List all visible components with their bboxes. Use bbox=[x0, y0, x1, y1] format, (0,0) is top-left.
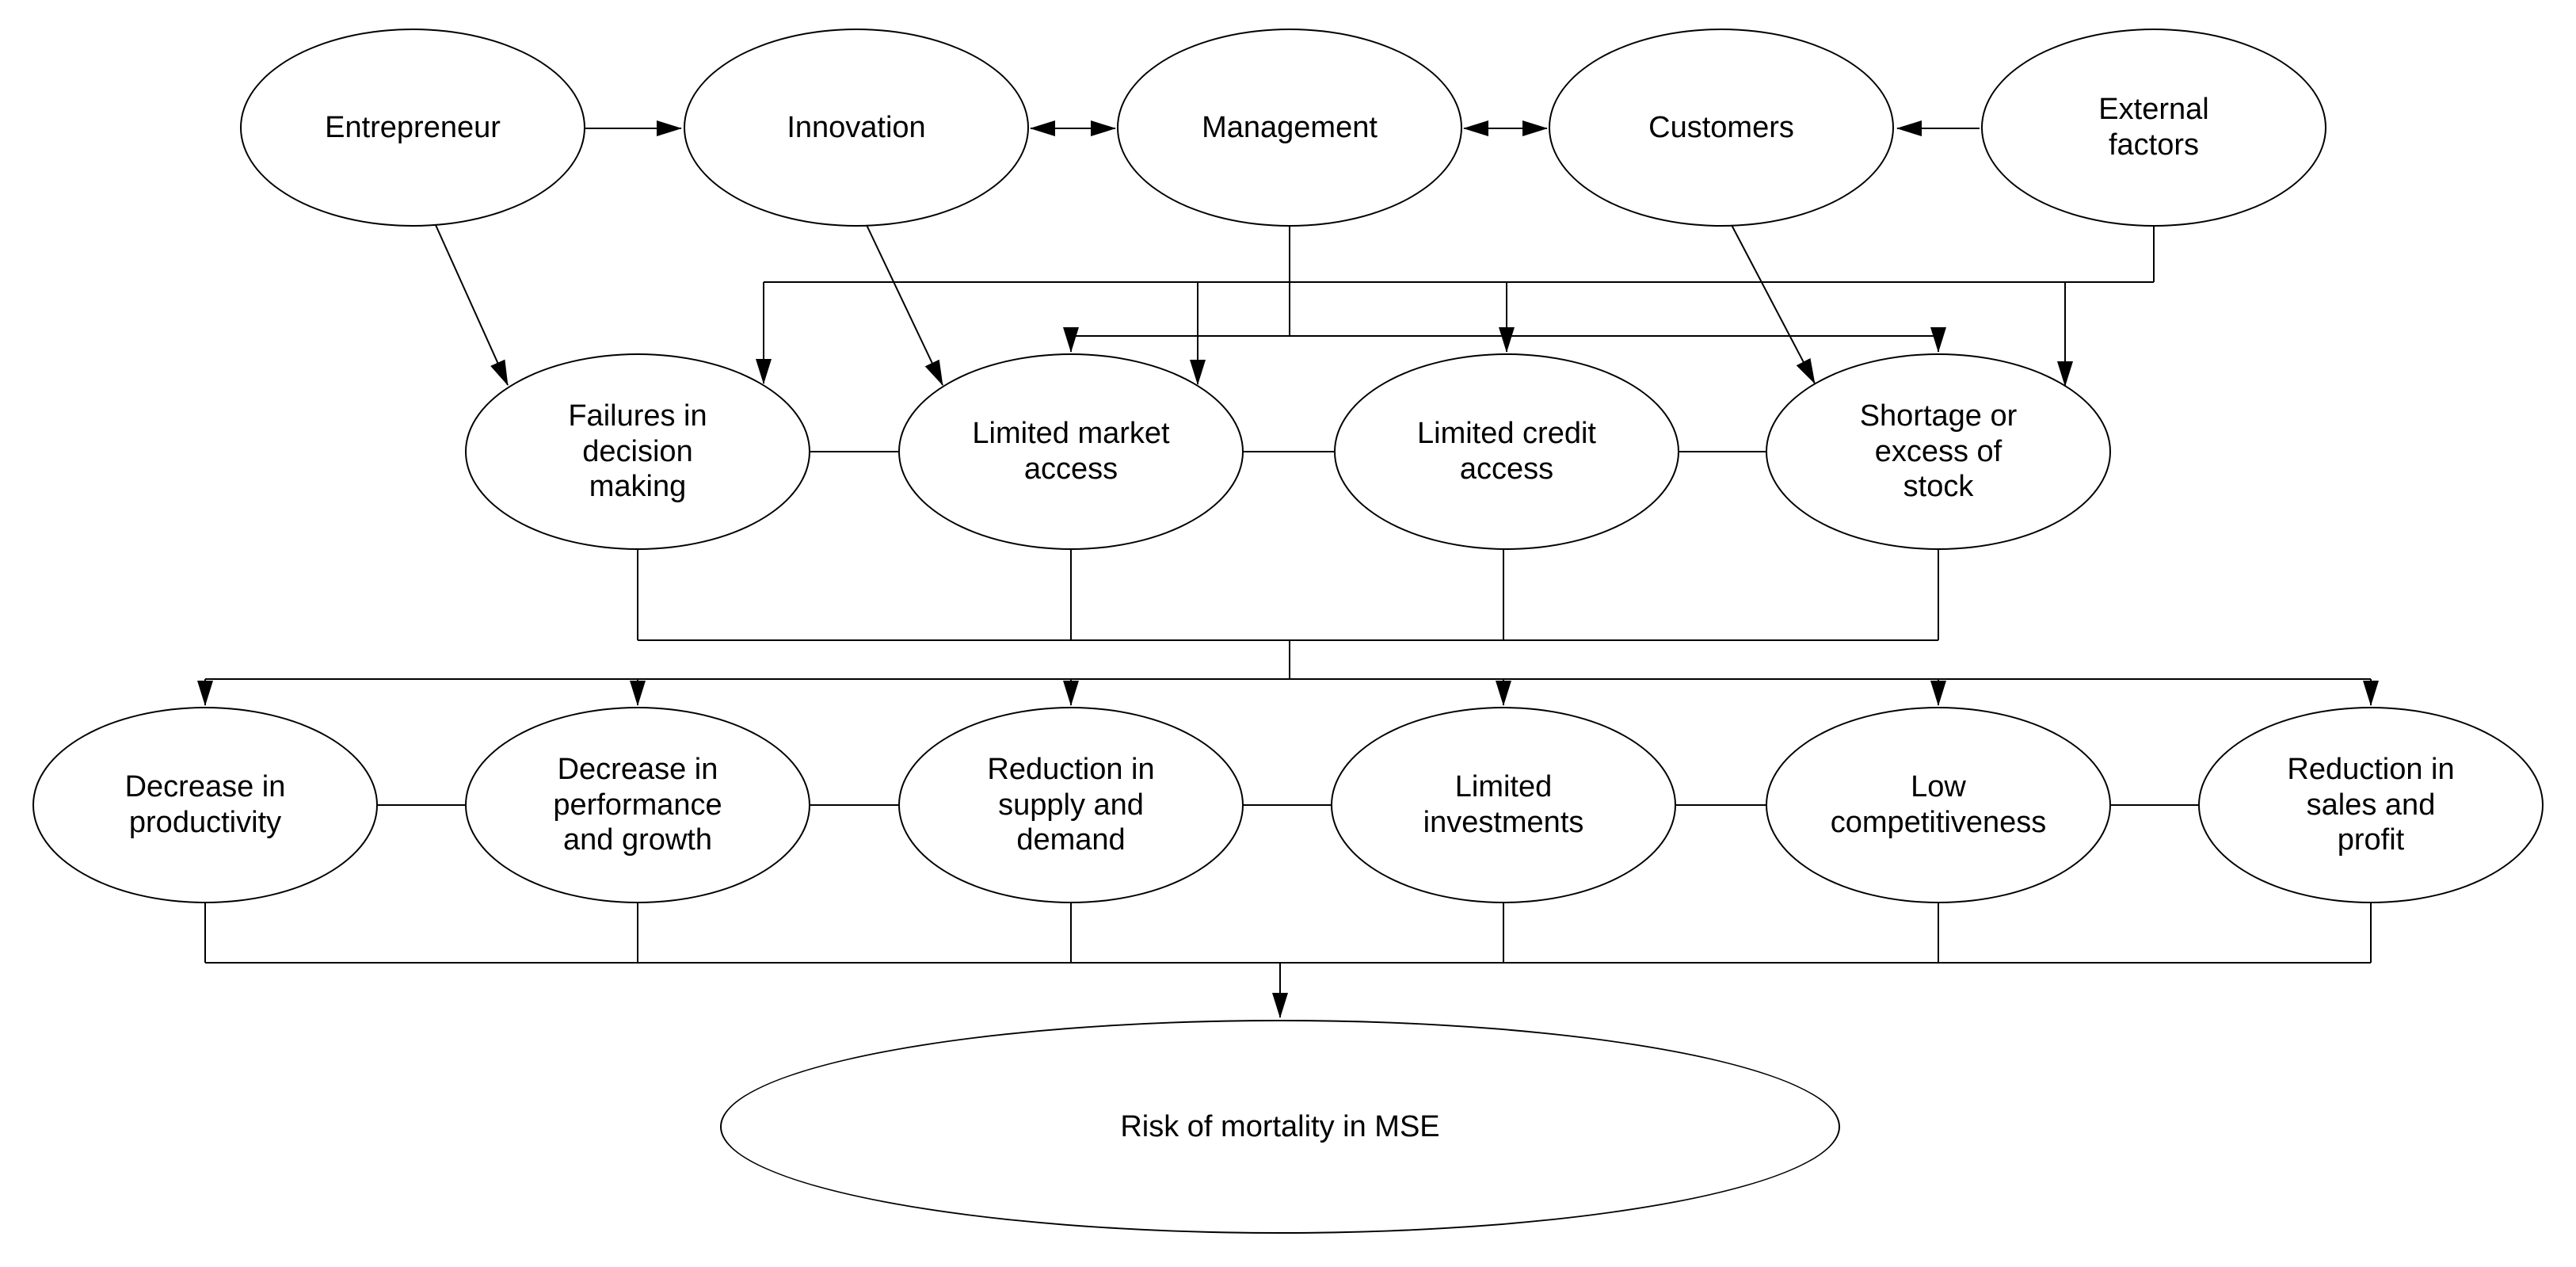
node-reduction-supply-demand: Reduction in supply and demand bbox=[898, 707, 1244, 903]
node-customers: Customers bbox=[1549, 29, 1894, 227]
node-risk-mortality-mse: Risk of mortality in MSE bbox=[720, 1020, 1840, 1234]
node-label-customers: Customers bbox=[1648, 110, 1794, 144]
node-decrease-performance: Decrease in performance and growth bbox=[465, 707, 810, 903]
node-label-risk-mortality-mse: Risk of mortality in MSE bbox=[1120, 1109, 1440, 1143]
node-limited-credit-access: Limited credit access bbox=[1334, 353, 1679, 550]
node-label-low-competitiveness: Low competitiveness bbox=[1830, 770, 2047, 839]
node-label-external-factors: External factors bbox=[2098, 93, 2209, 162]
node-label-shortage-excess-stock: Shortage or excess of stock bbox=[1859, 399, 2018, 504]
node-label-decrease-performance: Decrease in performance and growth bbox=[553, 752, 722, 857]
node-failures-decision: Failures in decision making bbox=[465, 353, 810, 550]
node-external-factors: External factors bbox=[1981, 29, 2326, 227]
node-label-reduction-sales-profit: Reduction in sales and profit bbox=[2287, 752, 2455, 857]
node-innovation: Innovation bbox=[684, 29, 1029, 227]
node-label-entrepreneur: Entrepreneur bbox=[325, 110, 501, 144]
node-label-innovation: Innovation bbox=[787, 110, 926, 144]
node-label-reduction-supply-demand: Reduction in supply and demand bbox=[987, 752, 1155, 857]
node-reduction-sales-profit: Reduction in sales and profit bbox=[2198, 707, 2544, 903]
node-management: Management bbox=[1117, 29, 1462, 227]
node-label-limited-investments: Limited investments bbox=[1423, 770, 1584, 839]
node-limited-market-access: Limited market access bbox=[898, 353, 1244, 550]
node-label-limited-credit-access: Limited credit access bbox=[1417, 417, 1596, 486]
node-label-limited-market-access: Limited market access bbox=[972, 417, 1170, 486]
node-decrease-productivity: Decrease in productivity bbox=[32, 707, 378, 903]
node-label-management: Management bbox=[1202, 110, 1378, 144]
node-shortage-excess-stock: Shortage or excess of stock bbox=[1766, 353, 2111, 550]
node-label-decrease-productivity: Decrease in productivity bbox=[124, 770, 286, 839]
node-limited-investments: Limited investments bbox=[1331, 707, 1676, 903]
node-label-failures-decision: Failures in decision making bbox=[568, 399, 707, 504]
node-low-competitiveness: Low competitiveness bbox=[1766, 707, 2111, 903]
node-entrepreneur: Entrepreneur bbox=[240, 29, 585, 227]
